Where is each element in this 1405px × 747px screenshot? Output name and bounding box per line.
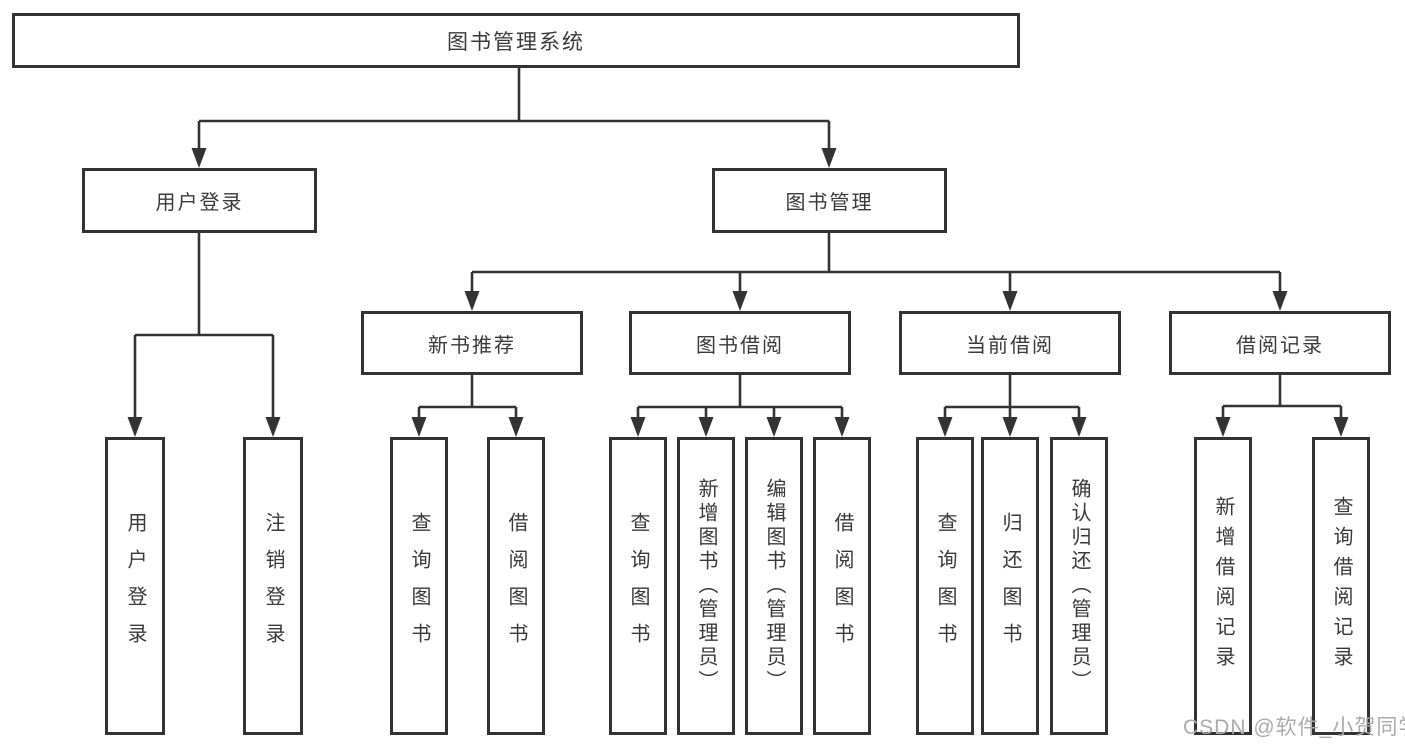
node-borrowing-records: 借阅记录 [1169,311,1391,375]
leaf-user-login: 用户登录 [105,437,165,735]
csdn-watermark: CSDN @软件_小贺同学 [1183,716,1405,739]
node-library-management-system: 图书管理系统 [12,13,1020,68]
leaf-borrow-books-borrow: 借阅图书 [813,437,871,735]
node-label: 当前借阅 [966,334,1054,357]
node-label: 借阅图书 [505,512,527,660]
node-book-borrowing: 图书借阅 [629,311,851,375]
node-label: 编辑图书（管理员） [763,478,785,694]
leaf-return-books: 归还图书 [981,437,1039,735]
node-label: 图书借阅 [696,334,784,357]
node-label: 查询图书 [934,512,956,660]
node-label: 新书推荐 [428,334,516,357]
node-label: 查询图书 [408,512,430,660]
node-label: 查询借阅记录 [1330,496,1352,676]
leaf-query-books-recommend: 查询图书 [390,437,448,735]
leaf-query-books-borrow: 查询图书 [609,437,667,735]
node-label: 查询图书 [627,512,649,660]
node-book-management: 图书管理 [712,168,947,233]
node-new-book-recommend: 新书推荐 [361,311,583,375]
leaf-query-books-current: 查询图书 [916,437,974,735]
node-label: 图书管理 [785,192,874,214]
leaf-edit-books-admin: 编辑图书（管理员） [745,437,803,735]
leaf-confirm-return-admin: 确认归还（管理员） [1050,437,1108,735]
leaf-query-borrow-record: 查询借阅记录 [1312,437,1370,735]
node-label: 用户登录 [124,512,146,660]
node-label: 新增图书（管理员） [695,478,717,694]
node-label: 确认归还（管理员） [1068,478,1090,694]
leaf-add-borrow-record: 新增借阅记录 [1194,437,1252,735]
node-label: 图书管理系统 [447,30,585,54]
leaf-logout: 注销登录 [243,437,303,735]
node-label: 归还图书 [999,512,1021,660]
node-label: 借阅图书 [831,512,853,660]
node-user-login: 用户登录 [82,168,317,233]
node-label: 用户登录 [155,192,244,214]
node-current-borrowing: 当前借阅 [899,311,1121,375]
leaf-borrow-books-recommend: 借阅图书 [487,437,545,735]
node-label: 借阅记录 [1236,334,1324,357]
node-label: 注销登录 [262,512,284,660]
node-label: 新增借阅记录 [1212,496,1234,676]
leaf-add-books-admin: 新增图书（管理员） [677,437,735,735]
